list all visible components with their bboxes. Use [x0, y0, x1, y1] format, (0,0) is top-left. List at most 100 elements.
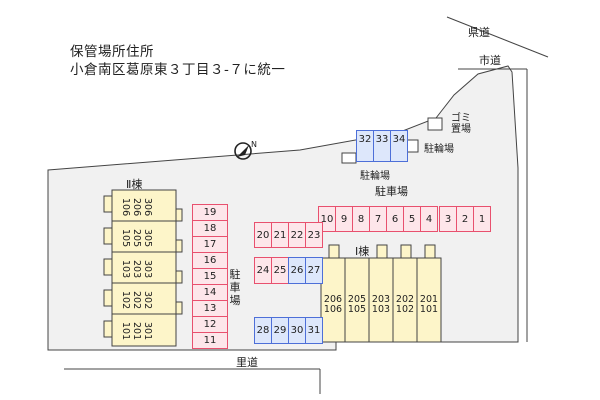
parking-space-27: 27: [305, 257, 323, 284]
building-ii-unit-row-2: 305 205 105: [120, 224, 153, 252]
bicycle-parking-row: 32 33 34: [356, 130, 408, 162]
parking-left-column: 19 18 17 16 15 14 13 12 11: [192, 204, 228, 349]
bicycle-parking-label-bottom: 駐輪場: [360, 171, 390, 182]
storage-address-title: 保管場所住所: [70, 44, 154, 60]
bicycle-parking-label-top: 駐輪場: [424, 144, 454, 155]
parking-label-left: 駐 車 場: [229, 268, 241, 307]
building-i-unit-col-5: 201 101: [417, 295, 441, 315]
garbage-area-label: ゴミ 置場: [451, 113, 471, 135]
parking-space-4: 4: [420, 206, 438, 232]
unit-202-i: 202: [395, 294, 415, 305]
unit-306: 306: [142, 197, 153, 217]
unit-103: 103: [120, 259, 131, 279]
parking-space-29: 29: [271, 317, 289, 344]
parking-space-8: 8: [352, 206, 370, 232]
parking-space-3: 3: [439, 206, 457, 232]
parking-space-14: 14: [192, 284, 228, 301]
parking-second-row: 24 25 26 27: [254, 257, 323, 284]
parking-space-18: 18: [192, 220, 228, 237]
unit-206-i: 206: [323, 294, 343, 305]
unit-105: 105: [120, 228, 131, 248]
parking-space-24: 24: [254, 257, 272, 284]
building-ii-unit-row-3: 303 203 103: [120, 255, 153, 283]
parking-space-6: 6: [386, 206, 404, 232]
unit-102-i: 102: [395, 304, 415, 315]
svg-text:N: N: [251, 140, 257, 149]
parking-space-7: 7: [369, 206, 387, 232]
bicycle-shed-bottom: [341, 152, 357, 164]
bicycle-space-32: 32: [356, 130, 374, 162]
unit-205-i: 205: [347, 294, 367, 305]
parking-space-16: 16: [192, 252, 228, 269]
parking-middle-row: 20 21 22 23: [254, 222, 323, 248]
prefectural-road-line: [446, 16, 549, 58]
building-ii-unit-row-4: 302 202 102: [120, 286, 153, 314]
unit-206: 206: [131, 197, 142, 217]
unit-101: 101: [120, 321, 131, 341]
parking-space-12: 12: [192, 316, 228, 333]
parking-space-1: 1: [473, 206, 491, 232]
building-ii-label: Ⅱ棟: [126, 178, 143, 191]
unit-102: 102: [120, 290, 131, 310]
unit-203-i: 203: [371, 294, 391, 305]
garbage-label-line1: ゴミ: [451, 113, 471, 124]
storage-address-text: 小倉南区葛原東３丁目３-７に統一: [70, 62, 286, 78]
parking-space-19: 19: [192, 204, 228, 221]
bicycle-space-33: 33: [373, 130, 391, 162]
unit-302: 302: [142, 290, 153, 310]
garbage-area-box: [427, 117, 443, 131]
parking-space-5: 5: [403, 206, 421, 232]
parking-space-31: 31: [305, 317, 323, 344]
parking-space-21: 21: [271, 222, 289, 248]
unit-103-i: 103: [371, 304, 391, 315]
parking-top-row-b: 3 2 1: [439, 206, 491, 232]
parking-space-30: 30: [288, 317, 306, 344]
unit-105-i: 105: [347, 304, 367, 315]
parking-space-28: 28: [254, 317, 272, 344]
unit-201: 201: [131, 321, 142, 341]
parking-label-center: 駐車場: [375, 185, 408, 198]
unit-101-i: 101: [419, 304, 439, 315]
parking-space-26: 26: [288, 257, 306, 284]
parking-space-25: 25: [271, 257, 289, 284]
city-road-label: 市道: [479, 54, 501, 67]
parking-left-char2: 車: [229, 281, 241, 294]
unit-203: 203: [131, 259, 142, 279]
unit-303: 303: [142, 259, 153, 279]
building-i-unit-col-1: 206 106: [321, 295, 345, 315]
parking-space-15: 15: [192, 268, 228, 285]
parking-space-20: 20: [254, 222, 272, 248]
building-i-unit-col-3: 203 103: [369, 295, 393, 315]
unit-201-i: 201: [419, 294, 439, 305]
building-ii-shape: [111, 189, 177, 347]
unit-205: 205: [131, 228, 142, 248]
village-road-label: 里道: [236, 356, 258, 369]
building-i-unit-col-4: 202 102: [393, 295, 417, 315]
building-ii-unit-row-5: 301 201 101: [120, 317, 153, 345]
building-i-unit-col-2: 205 105: [345, 295, 369, 315]
parking-top-row-a: 10 9 8 7 6 5 4: [318, 206, 438, 232]
parking-space-13: 13: [192, 300, 228, 317]
unit-305: 305: [142, 228, 153, 248]
parking-space-9: 9: [335, 206, 353, 232]
prefectural-road-label: 県道: [468, 26, 490, 39]
parking-space-2: 2: [456, 206, 474, 232]
bicycle-space-34: 34: [390, 130, 408, 162]
parking-left-char3: 場: [229, 294, 241, 307]
parking-space-17: 17: [192, 236, 228, 253]
parking-space-22: 22: [288, 222, 306, 248]
unit-106: 106: [120, 197, 131, 217]
building-ii-unit-row-1: 306 206 106: [120, 193, 153, 221]
building-i-label: Ⅰ棟: [355, 245, 370, 258]
parking-space-11: 11: [192, 332, 228, 349]
unit-301: 301: [142, 321, 153, 341]
garbage-label-line2: 置場: [451, 124, 471, 135]
unit-202: 202: [131, 290, 142, 310]
north-arrow-icon: N: [234, 140, 257, 160]
parking-bottom-row: 28 29 30 31: [254, 317, 323, 344]
parking-left-char1: 駐: [229, 268, 241, 281]
parking-space-23: 23: [305, 222, 323, 248]
unit-106-i: 106: [323, 304, 343, 315]
building-i-shape: [320, 257, 442, 343]
